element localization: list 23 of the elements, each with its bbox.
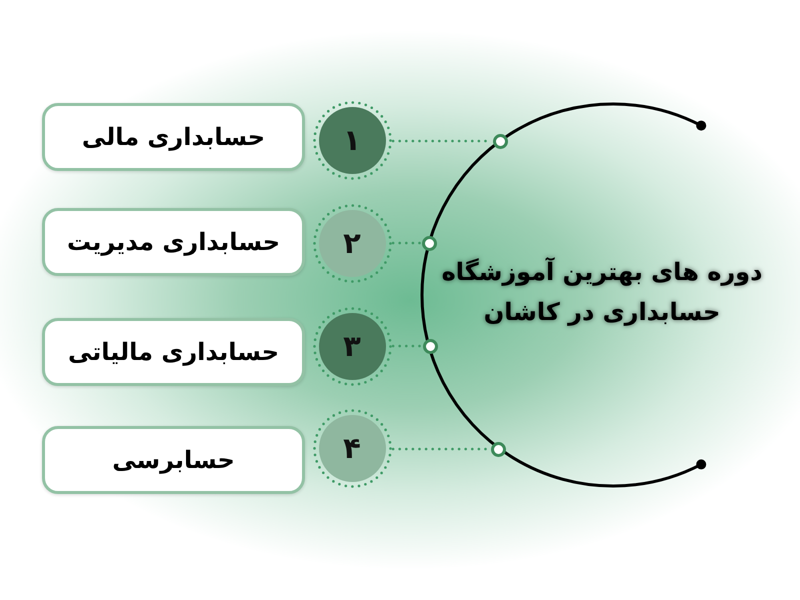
title: دوره های بهترین آموزشگاه حسابداری در کاشان — [440, 256, 764, 328]
ring-marker — [490, 442, 506, 456]
step-number: ۴ — [343, 431, 361, 465]
course-box — [42, 208, 305, 276]
ring-marker — [492, 134, 508, 148]
course-title: حسابداری مالیاتی — [68, 338, 279, 366]
course-box — [42, 103, 305, 171]
ring-marker — [422, 338, 438, 354]
step-number: ۳ — [343, 329, 361, 363]
dotted-connector — [392, 344, 422, 348]
number-circle — [312, 408, 392, 488]
number-circle — [312, 100, 392, 180]
number-circle — [312, 306, 392, 386]
course-title: حسابرسی — [112, 446, 235, 474]
step-number: ۲ — [343, 226, 361, 260]
course-box — [42, 426, 305, 494]
dotted-connector — [392, 242, 422, 244]
course-title: حسابداری مدیریت — [66, 228, 280, 256]
ring-marker — [422, 236, 436, 250]
number-circle — [312, 204, 392, 282]
step-number: ۱ — [343, 123, 361, 157]
course-title: حسابداری مالی — [82, 123, 266, 151]
course-box — [42, 318, 305, 386]
